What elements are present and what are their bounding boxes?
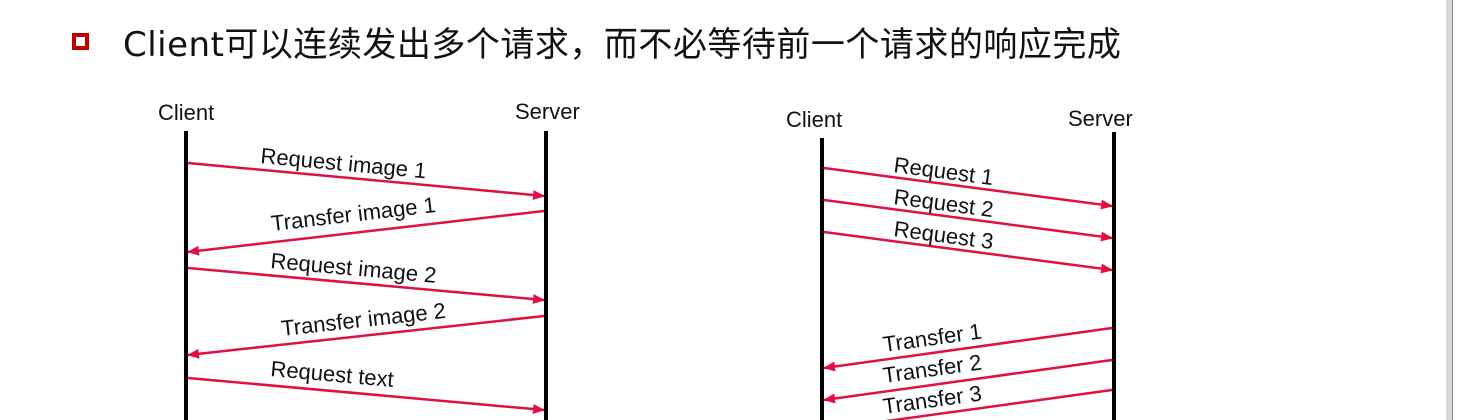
left-sequence-diagram: Client Server Request image 1 Transfer i…: [158, 99, 580, 420]
arrow-transfer-image-1: [187, 209, 545, 256]
arrow-transfer-3: [884, 388, 1113, 420]
label-transfer-image-2: Transfer image 2: [280, 298, 447, 341]
arrow-transfer-2: [823, 358, 1113, 404]
right-sequence-diagram: Client Server Request 1 Request 2 Reques…: [786, 106, 1133, 420]
arrow-transfer-image-2: [187, 314, 545, 359]
scrollbar-track[interactable]: [1452, 0, 1460, 420]
right-client-label: Client: [786, 107, 842, 132]
arrow-request-image-2: [187, 266, 545, 304]
arrow-request-image-1: [187, 161, 545, 200]
arrow-request-1: [823, 166, 1113, 210]
bullet-text: Client可以连续发出多个请求，而不必等待前一个请求的响应完成: [123, 24, 1122, 65]
arrow-request-2: [823, 198, 1113, 242]
square-bullet-icon: [72, 32, 89, 50]
arrow-request-3: [823, 230, 1113, 274]
left-client-label: Client: [158, 100, 214, 125]
right-server-label: Server: [1068, 106, 1133, 131]
left-server-label: Server: [515, 99, 580, 124]
bullet-point: Client可以连续发出多个请求，而不必等待前一个请求的响应完成: [72, 18, 1122, 65]
arrow-transfer-1: [823, 326, 1113, 372]
label-transfer-image-1: Transfer image 1: [270, 192, 437, 236]
window-edge: [1446, 0, 1452, 420]
arrow-request-text: [187, 376, 545, 414]
